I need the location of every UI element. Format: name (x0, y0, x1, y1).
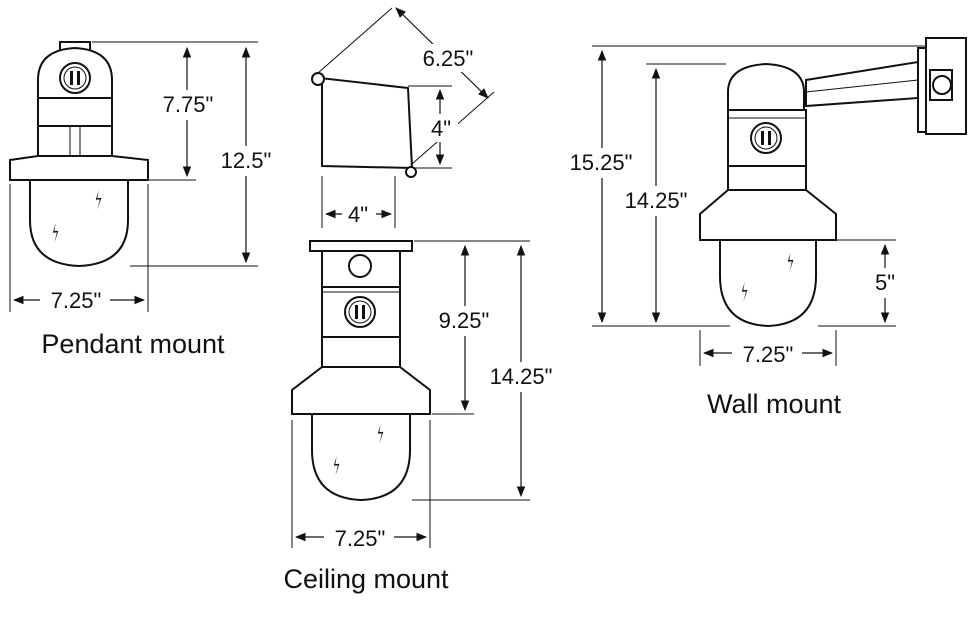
ceiling-plate (311, 72, 417, 178)
ceiling-knockout (348, 254, 372, 278)
ceiling-outlet-section (321, 286, 401, 338)
ceiling-dim-diagonal: 6.25" (423, 46, 474, 71)
ceiling-dim-14-25: 14.25" (490, 364, 553, 389)
wall-dim-5: 5" (875, 270, 895, 295)
pendant-fixture (9, 41, 149, 268)
wall-guard-ring (699, 189, 837, 241)
ceiling-dimensions: 9.25" 14.25" 7.25" Ceiling mount (283, 240, 562, 594)
ceiling-dim-9-25: 9.25" (439, 308, 490, 333)
pendant-dim-12-5: 12.5" (221, 148, 272, 173)
pendant-dim-7-75: 7.75" (163, 92, 214, 117)
ceiling-plate-hole-2 (405, 166, 417, 178)
wall-arm (805, 60, 919, 108)
pendant-housing-top (37, 46, 113, 99)
ceiling-guard-ring (291, 366, 431, 415)
ceiling-fixture (291, 240, 431, 502)
ceiling-plate-hole-1 (311, 72, 325, 86)
wall-housing-top (727, 62, 805, 111)
ceiling-box (321, 250, 401, 288)
ceiling-dim-width: 7.25" (335, 526, 386, 551)
pendant-body (37, 125, 113, 157)
ceiling-plate-shape (318, 76, 414, 170)
pendant-guard-ring (9, 155, 149, 181)
pendant-collar (37, 97, 113, 127)
ceiling-plate-dimensions: 6.25" 4" 4" (317, 7, 495, 228)
ceiling-body (321, 336, 401, 368)
ceiling-dim-plate-width: 4" (348, 202, 368, 227)
pendant-globe (29, 179, 129, 268)
pendant-caption: Pendant mount (41, 329, 225, 359)
wall-outlet-section (727, 109, 807, 167)
wall-dim-15-25: 15.25" (570, 150, 633, 175)
ceiling-top-plate (309, 240, 413, 252)
wall-dimensions: 15.25" 14.25" 5" 7.25" Wall mount (560, 45, 926, 419)
wall-body (727, 165, 807, 191)
ceiling-dim-plate-side: 4" (431, 116, 451, 141)
ceiling-caption: Ceiling mount (283, 564, 449, 594)
wall-globe (719, 239, 817, 328)
pendant-dimensions: 7.75" 12.5" 7.25" Pendant mount (9, 41, 280, 359)
pendant-dim-width: 7.25" (51, 288, 102, 313)
wall-fixture (699, 37, 967, 328)
wall-dim-14-25: 14.25" (625, 188, 688, 213)
ceiling-globe (311, 413, 411, 502)
wall-caption: Wall mount (707, 389, 842, 419)
wall-dim-width: 7.25" (743, 342, 794, 367)
